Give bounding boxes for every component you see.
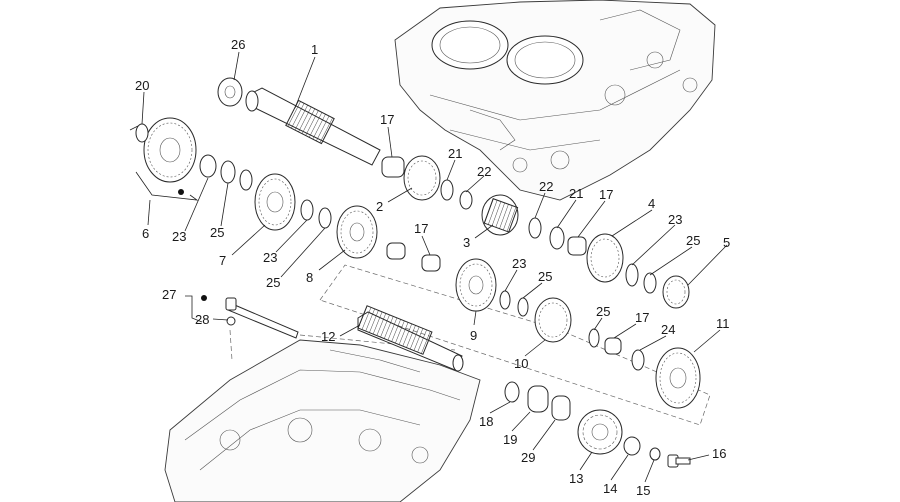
- washer-15: [649, 447, 661, 461]
- label-20: 20: [135, 78, 149, 93]
- label-14: 14: [603, 481, 617, 496]
- label-7: 7: [219, 253, 226, 268]
- label-18: 18: [479, 414, 493, 429]
- assembly-outline: [319, 264, 711, 426]
- label-19: 19: [503, 432, 517, 447]
- ring-23e: [499, 290, 511, 310]
- gear-8: [336, 205, 378, 259]
- label-29: 29: [521, 450, 535, 465]
- gear-6: [143, 117, 197, 183]
- gear-9: [455, 258, 497, 312]
- label-17b: 17: [599, 187, 613, 202]
- label-3: 3: [463, 235, 470, 250]
- label-23c: 23: [263, 250, 277, 265]
- label-10: 10: [514, 356, 528, 371]
- bush-17a: [381, 156, 405, 178]
- label-25c: 25: [266, 275, 280, 290]
- gear-5: [662, 275, 690, 309]
- sprocket-13: [577, 409, 623, 455]
- label-15: 15: [636, 483, 650, 498]
- label-17c: 17: [414, 221, 428, 236]
- ring-23d: [625, 263, 639, 287]
- label-23b: 23: [172, 229, 186, 244]
- label-26: 26: [231, 37, 245, 52]
- bolt-16: [667, 454, 691, 468]
- label-25d: 25: [538, 269, 552, 284]
- reference-labels: 26 1 20 17 21 22 22 21 17 4 23 25 5 2 3 …: [135, 37, 730, 498]
- label-23a: 23: [668, 212, 682, 227]
- upper-crankcase: [394, 0, 716, 201]
- bearing-19: [527, 385, 549, 413]
- label-23d: 23: [512, 256, 526, 271]
- label-6: 6: [142, 226, 149, 241]
- lower-crankcase: [164, 339, 481, 502]
- circlip-20: [135, 123, 149, 143]
- leader-lines: [129, 51, 728, 483]
- label-17a: 17: [380, 112, 394, 127]
- label-2: 2: [376, 199, 383, 214]
- label-24: 24: [661, 322, 675, 337]
- label-1: 1: [311, 42, 318, 57]
- note-dot-6: [178, 189, 184, 195]
- bush-17d: [567, 236, 587, 256]
- label-16: 16: [712, 446, 726, 461]
- ring-22b: [528, 217, 542, 239]
- label-11: 11: [716, 316, 730, 331]
- ring-21a: [440, 179, 454, 201]
- label-21a: 21: [448, 146, 462, 161]
- label-25a: 25: [686, 233, 700, 248]
- seal-29: [551, 395, 571, 421]
- thrust-washer-26: [217, 77, 243, 107]
- washer-25c: [643, 272, 657, 294]
- ring-24: [631, 349, 645, 371]
- label-21b: 21: [569, 186, 583, 201]
- label-25e: 25: [596, 304, 610, 319]
- circlip-18: [504, 381, 520, 403]
- washer-14: [623, 436, 641, 456]
- gear-10: [534, 297, 572, 343]
- bush-23a: [199, 154, 217, 178]
- ring-23c: [318, 207, 332, 229]
- label-9: 9: [470, 328, 477, 343]
- label-8: 8: [306, 270, 313, 285]
- bush-17c: [421, 254, 441, 272]
- note-dot-27: [201, 295, 207, 301]
- label-25b: 25: [210, 225, 224, 240]
- primary-shaft: [245, 87, 381, 166]
- ring-21b: [549, 226, 565, 250]
- bush-17b: [386, 242, 406, 260]
- gear-4: [586, 233, 624, 283]
- label-17d: 17: [635, 310, 649, 325]
- label-12: 12: [321, 329, 335, 344]
- gear-2: [403, 155, 441, 201]
- bush-17e: [604, 337, 622, 355]
- label-28: 28: [195, 312, 209, 327]
- label-5: 5: [723, 235, 730, 250]
- label-13: 13: [569, 471, 583, 486]
- label-4: 4: [648, 196, 655, 211]
- washer-25e: [588, 328, 600, 348]
- label-22a: 22: [477, 164, 491, 179]
- gear-3: [481, 194, 519, 236]
- gear-11: [655, 347, 701, 409]
- washer-25a: [220, 160, 236, 184]
- label-22b: 22: [539, 179, 553, 194]
- secondary-shaft: [357, 305, 464, 372]
- gear-7: [254, 173, 296, 231]
- label-27: 27: [162, 287, 176, 302]
- ring-23b: [239, 169, 253, 191]
- selector-rod: [225, 297, 299, 339]
- washer-25d: [517, 297, 529, 317]
- washer-25b: [300, 199, 314, 221]
- ring-22a: [459, 190, 473, 210]
